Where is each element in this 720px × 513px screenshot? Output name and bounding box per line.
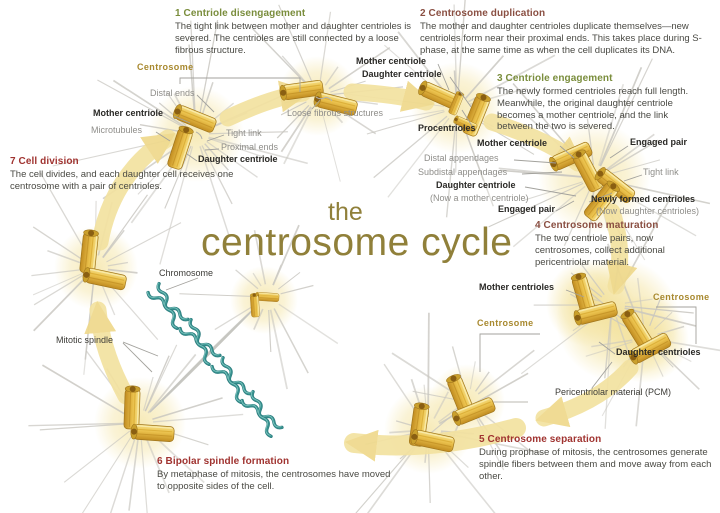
label-distal-appendages: Distal appendages <box>424 153 499 163</box>
label-chromosome: Chromosome <box>159 268 214 278</box>
section-2-body: The mother and daughter centrioles dupli… <box>420 21 702 56</box>
section-1-centriole-disengagement: 1 Centriole disengagement The tight link… <box>175 8 420 56</box>
label-centrosome-top: Centrosome <box>137 62 194 72</box>
label-now-daughters: (Now daughter centrioles) <box>596 206 700 216</box>
label-mother-centriole-3: Mother centriole <box>477 138 548 148</box>
section-4-body: The two centriole pairs, now centrosomes… <box>535 233 665 268</box>
section-7-body: The cell divides, and each daughter cell… <box>10 169 234 192</box>
section-2-centrosome-duplication: 2 Centrosome duplication The mother and … <box>420 8 702 56</box>
label-mother-centriole-2: Mother centriole <box>356 56 427 66</box>
section-3-centriole-engagement: 3 Centriole engagement The newly formed … <box>497 73 695 133</box>
section-5-heading: 5 Centrosome separation <box>479 434 602 445</box>
section-3-heading: 3 Centriole engagement <box>497 73 613 84</box>
label-mother-centrioles-4: Mother centrioles <box>479 282 555 292</box>
section-7-heading: 7 Cell division <box>10 156 79 167</box>
label-daughter-centriole-2: Daughter centriole <box>362 69 442 79</box>
section-1-heading: 1 Centriole disengagement <box>175 8 306 19</box>
label-mother-centriole-1: Mother centriole <box>93 108 164 118</box>
centriole-cluster-stage1-disengaged <box>278 79 359 117</box>
section-1-body: The tight link between mother and daught… <box>175 21 412 56</box>
chromosomes <box>146 282 284 438</box>
label-daughter-centriole-1: Daughter centriole <box>198 154 278 164</box>
label-procentrioles: Procentrioles <box>418 123 476 133</box>
centriole-cluster-stage1-labeled <box>166 102 218 171</box>
title-the: the <box>328 198 363 226</box>
label-microtubules: Microtubules <box>91 125 143 135</box>
section-4-heading: 4 Centrosome maturation <box>535 220 659 231</box>
label-distal-ends: Distal ends <box>150 88 195 98</box>
label-now-a-mother: (Now a mother centriole) <box>430 193 529 203</box>
section-3-body: The newly formed centrioles reach full l… <box>497 86 689 133</box>
label-engaged-pair-1: Engaged pair <box>630 137 688 147</box>
section-6-bipolar-spindle-formation: 6 Bipolar spindle formation By metaphase… <box>157 456 392 493</box>
page-title: centrosome cycle <box>201 221 513 264</box>
label-subdistal-appendages: Subdistal appendages <box>418 167 508 177</box>
label-loose-fibrous: Loose fibrous structures <box>287 108 384 118</box>
label-mitotic-spindle: Mitotic spindle <box>56 335 114 345</box>
section-5-centrosome-separation: 5 Centrosome separation During prophase … <box>479 434 719 482</box>
label-tight-link-2: Tight link <box>643 167 679 177</box>
label-centrosome-right: Centrosome <box>653 292 710 302</box>
section-7-cell-division: 7 Cell division The cell divides, and ea… <box>10 156 257 193</box>
section-2-heading: 2 Centrosome duplication <box>420 8 546 19</box>
label-tight-link-1: Tight link <box>226 128 262 138</box>
label-leader-lines <box>122 63 697 389</box>
section-6-heading: 6 Bipolar spindle formation <box>157 456 290 467</box>
label-daughter-centrioles-4: Daughter centrioles <box>616 347 701 357</box>
label-engaged-pair-2: Engaged pair <box>498 204 556 214</box>
section-5-body: During prophase of mitosis, the centroso… <box>479 447 712 482</box>
section-4-centrosome-maturation: 4 Centrosome maturation The two centriol… <box>535 220 687 268</box>
label-centrosome-left: Centrosome <box>477 318 534 328</box>
label-pcm: Pericentriolar material (PCM) <box>555 387 672 397</box>
label-newly-formed: Newly formed centrioles <box>591 194 696 204</box>
label-proximal-ends: Proximal ends <box>221 142 279 152</box>
section-6-body: By metaphase of mitosis, the centrosomes… <box>157 469 391 492</box>
label-daughter-centriole-3: Daughter centriole <box>436 180 516 190</box>
